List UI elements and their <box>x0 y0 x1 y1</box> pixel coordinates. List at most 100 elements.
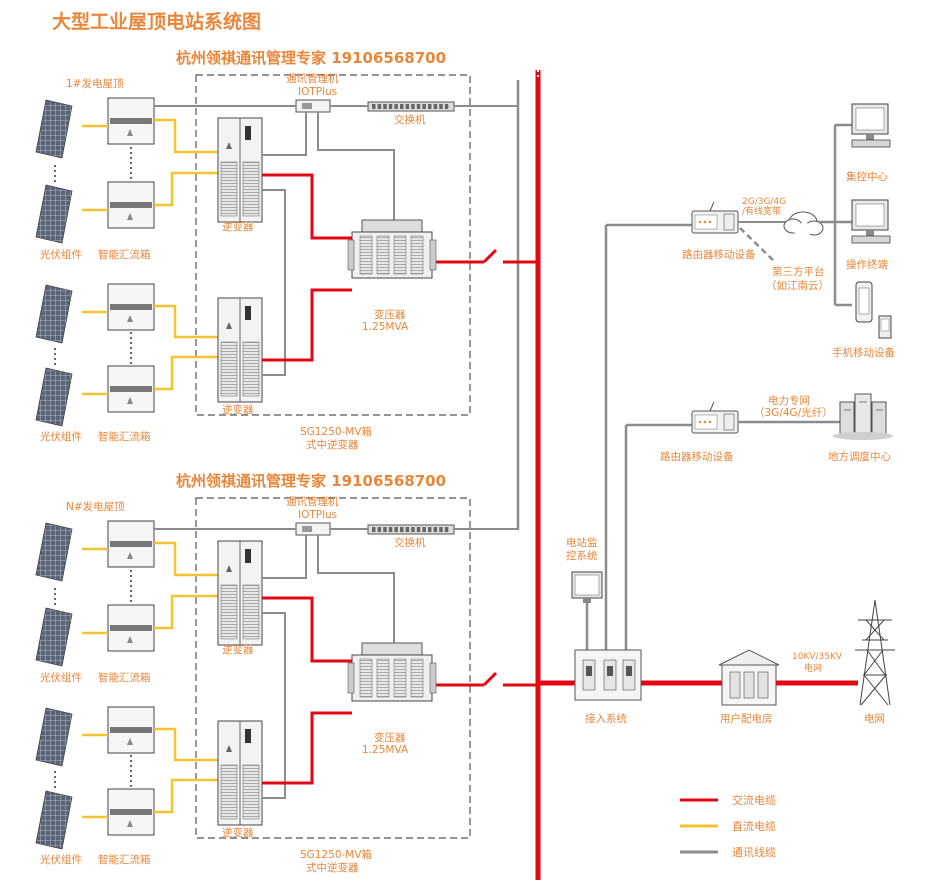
router-1-label: 路由器移动设备 <box>682 248 756 261</box>
mv-box-label-1: SG1250-MV箱 <box>300 848 372 861</box>
cloud-icon <box>738 211 824 236</box>
comm-manager-line1: 通讯管理机 <box>286 72 339 85</box>
network-1-line2: /有线宽带 <box>742 205 781 217</box>
mv-box-outline <box>195 74 471 416</box>
third-party-link <box>739 227 776 263</box>
comm-line <box>262 535 307 579</box>
ac-cable <box>262 596 352 663</box>
dc-cable-to-inv1b <box>154 171 218 207</box>
combiner-box-icon <box>107 788 155 836</box>
rooftop-section-1: 杭州领祺通讯管理专家 191065687001#发电屋顶光伏组件光伏组件智能汇流… <box>35 49 538 451</box>
transformer-label-1: 变压器 <box>374 308 406 321</box>
inverter-1-label: 逆变器 <box>222 220 254 233</box>
ac-cable <box>262 173 352 240</box>
transformer-label-1: 变压器 <box>374 731 406 744</box>
access-system-label: 接入系统 <box>585 712 627 725</box>
op-terminal-label: 操作终端 <box>846 258 888 271</box>
switch-icon <box>367 524 455 535</box>
control-center-label: 集控中心 <box>846 170 888 183</box>
pv-panel-icon <box>35 284 73 344</box>
pv-panel-icon <box>35 522 73 582</box>
inverter-2-label: 逆变器 <box>222 826 254 839</box>
inverter-icon <box>217 117 263 223</box>
dc-cable-to-inv2 <box>154 304 218 339</box>
inverter-2-label: 逆变器 <box>222 403 254 416</box>
dc-cable-to-inv1 <box>154 541 218 577</box>
roof-label: N#发电屋顶 <box>66 500 125 513</box>
dispatch-label: 地方调度中心 <box>828 450 891 463</box>
inverter-icon <box>217 540 263 646</box>
router-1: 路由器移动设备 <box>604 201 756 650</box>
legend-label: 交流电缆 <box>732 793 776 807</box>
comm-manager-line1: 通讯管理机 <box>286 495 339 508</box>
transformer-icon <box>347 642 437 702</box>
mv-box-label-2: 式中逆变器 <box>306 438 359 451</box>
pv-label: 光伏组件 <box>40 248 82 261</box>
access-system-cabinet <box>574 649 642 701</box>
transformer-label-2: 1.25MVA <box>362 321 409 333</box>
switch-icon <box>367 101 455 112</box>
mobile-label: 手机移动设备 <box>832 346 895 359</box>
comm-manager-icon <box>295 522 331 536</box>
pv-label: 光伏组件 <box>40 671 82 684</box>
pv-panel-icon <box>35 790 73 850</box>
network-2-line2: （3G/4G/光纤） <box>754 406 833 419</box>
comm-manager-icon <box>295 99 331 113</box>
combiner-label: 智能汇流箱 <box>98 248 151 261</box>
monitor-system-line1: 电站监 <box>566 536 598 549</box>
inverter-icon <box>217 297 263 403</box>
combiner-box-icon <box>107 283 155 331</box>
banner-title: 杭州领祺通讯管理专家 19106568700 <box>176 472 446 490</box>
transmission-tower-icon <box>855 599 895 706</box>
comm-line <box>317 535 395 643</box>
third-party-line1: 第三方平台 <box>772 265 825 278</box>
comm-line <box>317 112 395 220</box>
third-party-line2: （如江南云） <box>766 279 829 292</box>
grid-label: 电网 <box>864 712 885 725</box>
switch-label: 交换机 <box>394 536 426 549</box>
rooftop-section-n: 杭州领祺通讯管理专家 19106568700N#发电屋顶光伏组件光伏组件智能汇流… <box>35 472 538 874</box>
monitor-system-line2: 控系统 <box>566 549 598 562</box>
banner-title: 杭州领祺通讯管理专家 19106568700 <box>176 49 446 67</box>
pv-label-2: 光伏组件 <box>40 430 82 443</box>
legend-label: 通讯线缆 <box>732 845 776 859</box>
comm-line <box>262 612 286 799</box>
comm-manager-line2: IOTPlus <box>298 509 337 521</box>
pv-panel-icon <box>35 707 73 767</box>
legend-item: 直流电缆 <box>680 819 776 833</box>
comm-manager-line2: IOTPlus <box>298 86 337 98</box>
legend-label: 直流电缆 <box>732 819 776 833</box>
combiner-box-icon <box>107 365 155 413</box>
combiner-box-icon <box>107 181 155 229</box>
combiner-label-2: 智能汇流箱 <box>98 853 151 866</box>
ac-cable <box>262 288 352 362</box>
page-title: 大型工业屋顶电站系统图 <box>52 10 261 33</box>
monitor-icon-control-center <box>851 103 891 148</box>
ac-switch <box>482 248 498 264</box>
grid-voltage-line1: 10KV/35KV <box>792 652 843 662</box>
pv-panel-icon <box>35 607 73 667</box>
network-1-line1: 2G/3G/4G <box>742 197 786 207</box>
legend-item: 通讯线缆 <box>680 845 776 859</box>
combiner-label: 智能汇流箱 <box>98 671 151 684</box>
distribution-label: 用户配电房 <box>720 712 773 725</box>
ac-switch <box>482 671 498 687</box>
dc-cable-to-inv2b <box>154 355 218 391</box>
pv-label-2: 光伏组件 <box>40 853 82 866</box>
router-2-label: 路由器移动设备 <box>660 450 734 463</box>
legend-item: 交流电缆 <box>680 793 776 807</box>
combiner-box-icon <box>107 706 155 754</box>
mv-box-outline <box>195 497 471 839</box>
dc-cable-to-inv2 <box>154 727 218 762</box>
transformer-icon <box>347 219 437 279</box>
phone-icon <box>855 281 892 339</box>
combiner-box-icon <box>107 520 155 568</box>
router-2: 路由器移动设备 <box>624 401 739 650</box>
combiner-box-icon <box>107 97 155 145</box>
pv-panel-icon <box>35 184 73 244</box>
transformer-label-2: 1.25MVA <box>362 744 409 756</box>
dc-cable-to-inv1 <box>154 118 218 154</box>
pv-panel-icon <box>35 367 73 427</box>
